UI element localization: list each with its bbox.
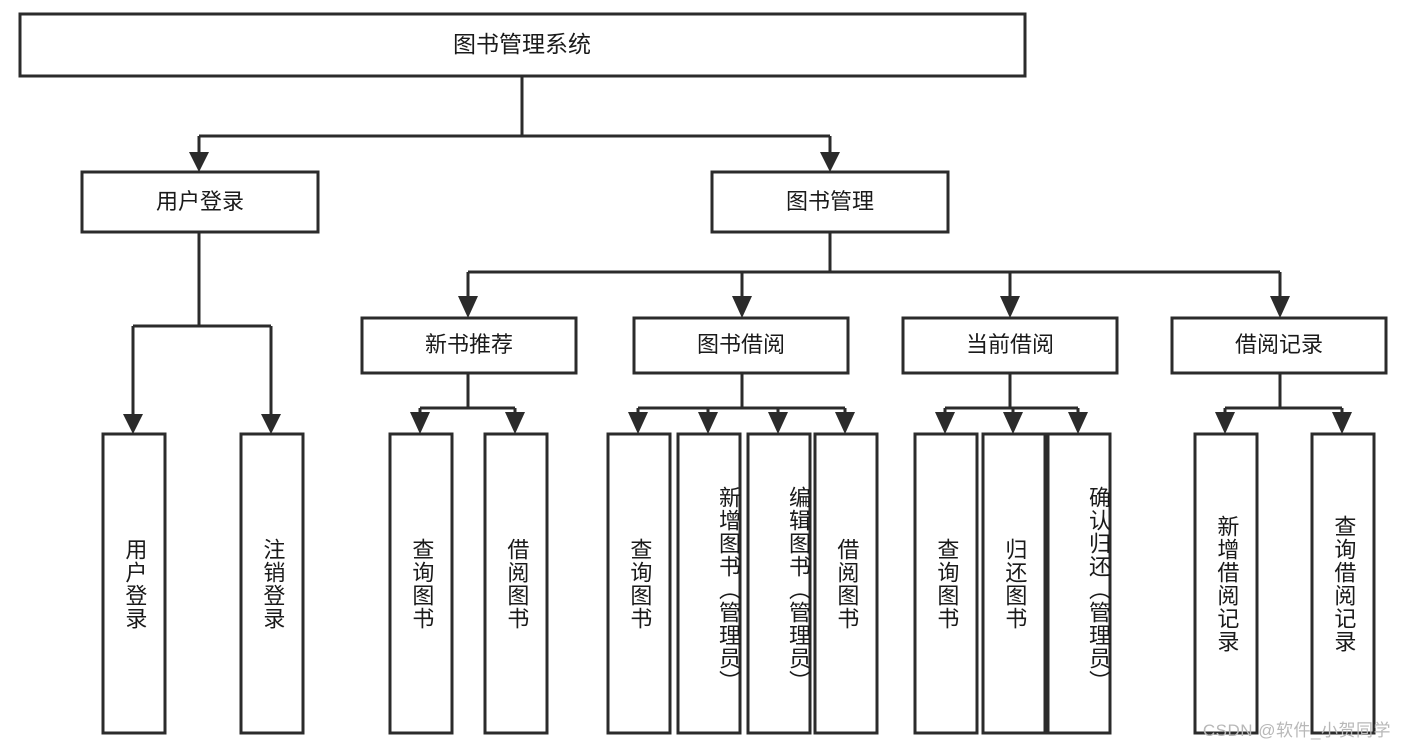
node-leaf-logout-box[interactable] (239, 432, 305, 735)
arrow-to-current-borrow (1000, 296, 1020, 318)
node-book-management[interactable]: 图书管理 (710, 170, 950, 234)
csdn-watermark: CSDN @软件_小贺同学 (1202, 721, 1391, 740)
arrow-leaf-query-book-2 (628, 412, 648, 434)
arrow-leaf-query-record (1332, 412, 1352, 434)
node-leaf-add-record-box[interactable] (1193, 432, 1259, 735)
node-current-borrow-label: 当前借阅 (966, 332, 1054, 357)
node-new-book-recommend-box[interactable] (360, 316, 578, 375)
arrow-leaf-query-book-3 (935, 412, 955, 434)
node-leaf-borrow-book-1-box[interactable] (483, 432, 549, 735)
node-borrow-record-label: 借阅记录 (1235, 332, 1323, 357)
edge-group (123, 76, 1352, 434)
arrow-to-book-borrow (732, 296, 752, 318)
node-user-login-label: 用户登录 (156, 189, 244, 214)
node-borrow-record-box[interactable] (1170, 316, 1388, 375)
node-new-book-recommend-label: 新书推荐 (425, 332, 513, 357)
node-book-borrow[interactable]: 图书借阅 (632, 316, 850, 375)
node-user-login-box[interactable] (80, 170, 320, 234)
arrow-leaf-add-record (1215, 412, 1235, 434)
node-new-book-recommend[interactable]: 新书推荐 (360, 316, 578, 375)
node-leaf-borrow-book-2-box[interactable] (813, 432, 879, 735)
node-root-label: 图书管理系统 (453, 31, 591, 57)
node-book-borrow-box[interactable] (632, 316, 850, 375)
node-leaf-add-book-box[interactable] (676, 432, 742, 735)
node-current-borrow-box[interactable] (901, 316, 1119, 375)
node-book-management-box[interactable] (710, 170, 950, 234)
node-leaf-user-login-box[interactable] (101, 432, 167, 735)
node-leaf-query-book-1-box[interactable] (388, 432, 454, 735)
node-leaf-return-book-box[interactable] (981, 432, 1047, 735)
node-root-box[interactable] (18, 12, 1027, 78)
arrow-leaf-query-book-1 (410, 412, 430, 434)
node-root[interactable]: 图书管理系统 (18, 12, 1027, 78)
arrow-leaf-borrow-book-2 (835, 412, 855, 434)
node-leaf-query-book-2-box[interactable] (606, 432, 672, 735)
node-book-borrow-label: 图书借阅 (697, 332, 785, 357)
node-book-management-label: 图书管理 (786, 189, 874, 214)
node-leaf-confirm-return-box[interactable] (1046, 432, 1112, 735)
node-borrow-record[interactable]: 借阅记录 (1170, 316, 1388, 375)
arrow-leaf-confirm-return (1068, 412, 1088, 434)
arrow-leaf-return-book (1003, 412, 1023, 434)
arrow-to-borrow-record (1270, 296, 1290, 318)
arrow-leaf-user-login (123, 414, 143, 434)
node-current-borrow[interactable]: 当前借阅 (901, 316, 1119, 375)
arrow-leaf-add-book (698, 412, 718, 434)
arrow-to-book-management (820, 152, 840, 172)
node-leaf-query-record-box[interactable] (1310, 432, 1376, 735)
arrow-leaf-borrow-book-1 (505, 412, 525, 434)
arrow-to-new-book-recommend (458, 296, 478, 318)
arrow-leaf-logout (261, 414, 281, 434)
node-user-login[interactable]: 用户登录 (80, 170, 320, 234)
arrow-to-user-login (189, 152, 209, 172)
node-leaf-edit-book-box[interactable] (746, 432, 812, 735)
leaf-box-group (101, 432, 1376, 735)
node-leaf-query-book-3-box[interactable] (913, 432, 979, 735)
arrow-leaf-edit-book (768, 412, 788, 434)
